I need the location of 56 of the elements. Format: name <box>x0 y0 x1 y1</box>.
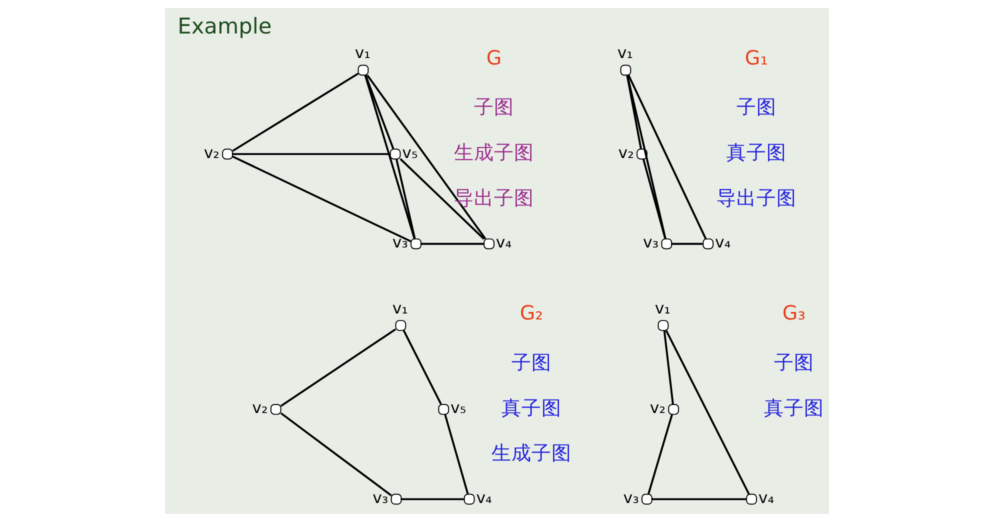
connector <box>364 74 415 240</box>
node-label: v₂ <box>618 142 634 162</box>
label: G₂ <box>519 302 543 325</box>
connector <box>280 328 396 407</box>
connector <box>662 330 674 404</box>
node-label: v₃ <box>622 488 638 507</box>
connector <box>399 158 484 240</box>
connector <box>626 75 642 149</box>
label: G₁ <box>744 46 768 70</box>
connector <box>232 72 358 152</box>
node-label: v₃ <box>392 232 408 252</box>
connector <box>627 74 706 240</box>
label: 子图 <box>473 96 514 119</box>
connector <box>444 414 468 494</box>
connector <box>395 158 416 239</box>
connector <box>280 412 392 496</box>
label: 真子图 <box>726 141 786 164</box>
connector <box>420 242 484 245</box>
connector <box>402 330 442 405</box>
node-label: v₄ <box>714 232 730 252</box>
connector <box>626 74 666 240</box>
node-label: v₁ <box>654 298 670 318</box>
node-label: v₂ <box>252 398 268 418</box>
connector <box>232 156 411 242</box>
label: 子图 <box>736 96 776 119</box>
node-label: v₄ <box>476 488 492 507</box>
connector <box>664 330 750 495</box>
node-label: v₅ <box>450 398 466 418</box>
node-label: v₄ <box>495 232 512 252</box>
connector <box>642 158 666 239</box>
node-label: v₃ <box>642 232 658 252</box>
node-label: v₁ <box>392 298 408 318</box>
label: G <box>486 46 502 70</box>
node-label: v₁ <box>616 43 632 62</box>
node-label: v₅ <box>402 142 418 162</box>
connector <box>400 498 464 500</box>
connector <box>670 242 702 245</box>
node-label: v₁ <box>354 43 370 62</box>
label: 子图 <box>773 350 814 374</box>
node-label: v₂ <box>649 398 666 418</box>
label: 真子图 <box>500 396 561 420</box>
node-label: v₄ <box>758 488 774 507</box>
connector <box>231 153 390 156</box>
label: 生成子图 <box>453 141 534 164</box>
node-label: v₂ <box>203 142 219 162</box>
label: 生成子图 <box>490 442 571 465</box>
connector <box>366 74 486 240</box>
label: 子图 <box>510 350 551 374</box>
diagram-title: Example <box>177 14 272 40</box>
label: 导出子图 <box>716 186 796 210</box>
node-label: v₃ <box>372 488 388 507</box>
connector <box>650 498 746 500</box>
connector <box>647 414 673 494</box>
connector <box>364 74 394 150</box>
label: G₃ <box>782 302 806 325</box>
label: 真子图 <box>763 396 824 420</box>
